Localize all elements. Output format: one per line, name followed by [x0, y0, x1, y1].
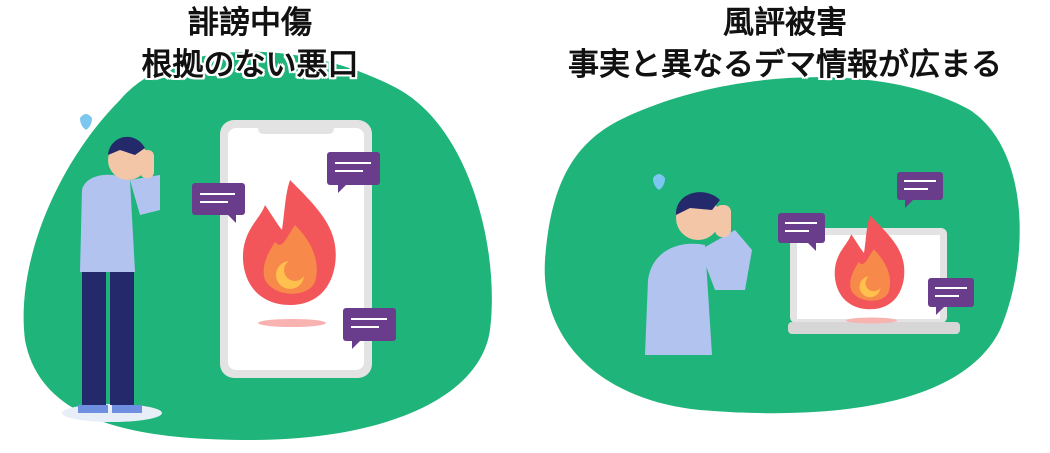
speech-bubble-icon [327, 152, 380, 193]
speech-bubble-icon [897, 172, 943, 208]
speech-bubble-icon [192, 183, 245, 223]
worried-person-bust [645, 174, 752, 355]
right-green-blob [544, 77, 1020, 414]
speech-bubble-icon [928, 278, 974, 315]
left-subheading: 根拠のない悪口 [141, 47, 359, 83]
speech-bubble-icon [343, 308, 396, 349]
right-subheading: 事実と異なるデマ情報が広まる [568, 47, 1002, 83]
fire-icon [834, 215, 905, 324]
right-heading: 風評被害 [723, 5, 847, 41]
right-panel-title: 風評被害 事実と異なるデマ情報が広まる [535, 2, 1035, 86]
speech-bubble-icon [778, 213, 825, 251]
worried-person-standing [62, 114, 162, 422]
left-heading: 誹謗中傷 [188, 5, 312, 41]
fire-icon [242, 180, 336, 327]
left-panel-title: 誹謗中傷 根拠のない悪口 [40, 2, 460, 86]
